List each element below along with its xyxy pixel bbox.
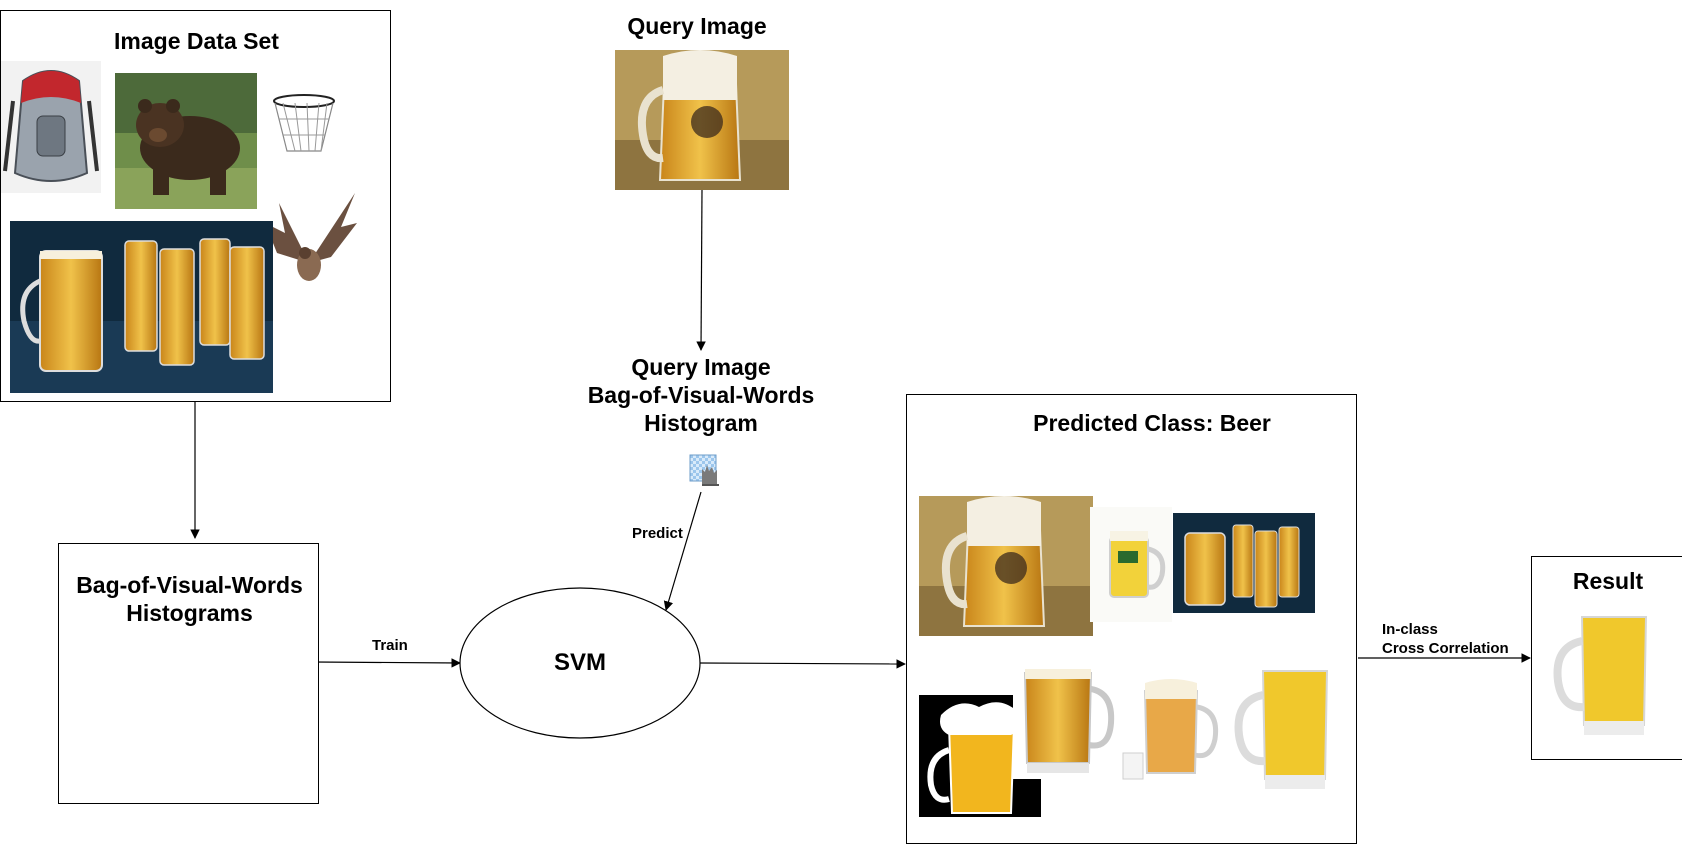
beer-mug-photo xyxy=(1090,507,1172,622)
backpack-photo xyxy=(1,61,101,193)
arrow-bow-to-svm xyxy=(313,658,461,668)
bat-photo xyxy=(259,193,359,303)
train-label: Train xyxy=(372,637,408,654)
svm-node xyxy=(459,587,701,739)
arrow-histogram-to-svm xyxy=(663,491,702,611)
histogram-icon xyxy=(689,454,720,487)
beer-mug-photo xyxy=(1115,673,1227,785)
query-image-title: Query Image xyxy=(627,13,767,39)
bow-histograms-title: Bag-of-Visual-Words Histograms xyxy=(76,572,303,626)
beer-mug-photo xyxy=(919,496,1093,636)
predict-label: Predict xyxy=(632,525,683,542)
beer-glasses-photo xyxy=(1173,513,1315,613)
bow-histograms-box: Bag-of-Visual-Words Histograms xyxy=(58,543,319,804)
result-box: Result xyxy=(1531,556,1682,760)
bear-photo xyxy=(115,73,257,209)
image-dataset-title: Image Data Set xyxy=(114,28,279,54)
query-histogram-title: Query Image Bag-of-Visual-Words Histogra… xyxy=(587,354,815,436)
basketball-hoop-photo xyxy=(269,91,339,163)
arrow-query-to-histogram xyxy=(696,189,706,351)
predicted-class-box: Predicted Class: Beer xyxy=(906,394,1357,844)
svm-label: SVM xyxy=(553,649,606,676)
arrow-svm-to-predicted xyxy=(699,659,906,669)
predicted-class-title: Predicted Class: Beer xyxy=(1033,410,1271,436)
image-dataset-box: Image Data Set xyxy=(0,10,391,402)
beer-mug-photo xyxy=(1227,665,1351,795)
beer-mug-photo xyxy=(1546,611,1668,741)
cross-correlation-label: In-class Cross Correlation xyxy=(1382,621,1509,657)
result-title: Result xyxy=(1572,568,1644,594)
beer-mug-photo xyxy=(615,50,789,190)
beer-mug-photo xyxy=(1013,659,1121,779)
beer-glasses-photo xyxy=(10,221,273,393)
